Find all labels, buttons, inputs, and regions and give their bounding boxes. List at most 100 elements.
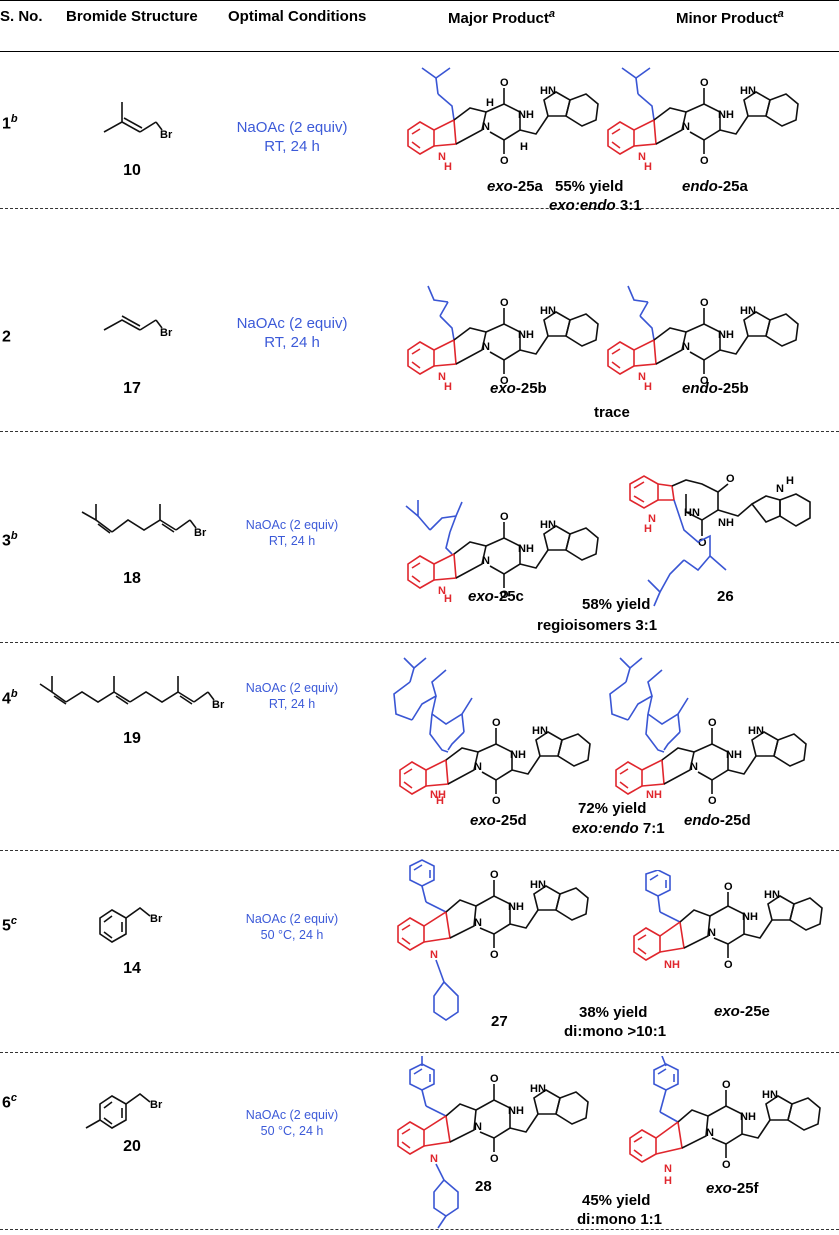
- svg-text:NH: NH: [508, 901, 524, 913]
- row-separator: [0, 208, 839, 209]
- row-separator: [0, 850, 839, 851]
- svg-text:O: O: [490, 1153, 499, 1165]
- svg-text:O: O: [722, 1159, 731, 1171]
- svg-text:N: N: [482, 555, 490, 567]
- entry-number: 1b: [2, 113, 18, 133]
- major-product-structure: NHH N O O NH HN: [393, 657, 591, 804]
- major-product-label: exo-25d: [470, 812, 527, 829]
- svg-text:O: O: [492, 717, 501, 729]
- conditions: NaOAc (2 equiv)RT, 24 h: [236, 315, 348, 351]
- svg-text:O: O: [500, 77, 509, 89]
- svg-text:O: O: [500, 511, 509, 523]
- header-major: Major Producta: [448, 8, 555, 27]
- svg-text:N: N: [664, 1163, 672, 1175]
- svg-text:H: H: [520, 141, 528, 153]
- svg-text:H: H: [664, 1175, 672, 1186]
- svg-text:N: N: [482, 121, 490, 133]
- svg-text:N: N: [430, 949, 438, 961]
- bromine-label: Br: [150, 913, 163, 925]
- major-product-structure: N N O O NH HN: [397, 1056, 589, 1229]
- svg-text:NH: NH: [742, 911, 758, 923]
- ratio-text: exo:endo 3:1: [549, 197, 642, 214]
- major-product-label: exo-25a: [487, 178, 543, 195]
- major-product-label: 27: [491, 1013, 508, 1030]
- yield-text: 72% yield: [578, 800, 647, 817]
- bromine-label: Br: [160, 327, 173, 339]
- svg-text:N: N: [438, 371, 446, 383]
- ratio-text: di:mono 1:1: [577, 1211, 662, 1228]
- svg-text:HN: HN: [684, 507, 700, 519]
- yield-text: trace: [594, 404, 630, 421]
- svg-text:HN: HN: [740, 305, 756, 317]
- svg-text:H: H: [444, 593, 452, 602]
- svg-text:O: O: [726, 473, 735, 485]
- svg-text:NH: NH: [518, 109, 534, 121]
- minor-product-label: exo-25f: [706, 1180, 759, 1197]
- svg-text:N: N: [638, 371, 646, 383]
- minor-product-label: exo-25e: [714, 1003, 770, 1020]
- ratio-text: di:mono >10:1: [564, 1023, 667, 1040]
- svg-text:N: N: [438, 585, 446, 597]
- svg-text:NH: NH: [740, 1111, 756, 1123]
- svg-text:O: O: [490, 949, 499, 961]
- major-product-label: 28: [475, 1178, 492, 1195]
- svg-text:HN: HN: [532, 725, 548, 737]
- svg-text:HN: HN: [748, 725, 764, 737]
- svg-text:O: O: [490, 869, 499, 881]
- svg-text:N: N: [706, 1127, 714, 1139]
- major-product-structure: NH NH O O NHH HN: [407, 67, 599, 170]
- svg-text:H: H: [436, 795, 444, 804]
- entry-number: 2: [2, 328, 11, 346]
- minor-product-structure: NH N O O NH HN: [607, 67, 799, 170]
- svg-text:HN: HN: [540, 519, 556, 531]
- svg-text:N: N: [438, 151, 446, 163]
- svg-text:O: O: [700, 375, 709, 387]
- svg-text:N: N: [690, 761, 698, 773]
- svg-text:N: N: [638, 151, 646, 163]
- svg-text:H: H: [786, 475, 794, 487]
- minor-product-structure: NH N O O NH HN: [629, 1056, 821, 1186]
- svg-text:O: O: [500, 297, 509, 309]
- svg-text:HN: HN: [530, 1083, 546, 1095]
- svg-text:N: N: [776, 483, 784, 495]
- minor-product-structure: NH N O O NH HN: [609, 657, 807, 804]
- minor-product-structure: NH N O O NH HN: [607, 285, 799, 390]
- major-product-structure: N N O O NH HN: [397, 859, 589, 1021]
- entry-number: 4b: [2, 688, 18, 708]
- table-top-rule: [0, 0, 839, 1]
- header-sno: S. No.: [0, 8, 43, 25]
- header-rule: [0, 51, 839, 52]
- bromine-label: Br: [194, 527, 207, 539]
- svg-text:O: O: [698, 537, 707, 549]
- yield-text: 45% yield: [582, 1192, 651, 1209]
- bromide-id: 20: [123, 1138, 141, 1155]
- bromine-label: Br: [212, 699, 225, 711]
- svg-text:N: N: [682, 341, 690, 353]
- svg-text:NH: NH: [726, 749, 742, 761]
- row-separator: [0, 642, 839, 643]
- minor-product-label: 26: [717, 588, 734, 605]
- svg-text:NH: NH: [718, 329, 734, 341]
- svg-text:O: O: [492, 795, 501, 804]
- yield-text: 55% yield: [555, 178, 624, 195]
- bromine-label: Br: [160, 129, 173, 141]
- bromide-structure: Br: [81, 504, 207, 539]
- header-bromide: Bromide Structure: [66, 8, 198, 25]
- svg-text:H: H: [486, 97, 494, 109]
- ratio-text: regioisomers 3:1: [537, 617, 658, 634]
- svg-text:O: O: [708, 795, 717, 804]
- svg-text:H: H: [644, 381, 652, 390]
- svg-text:N: N: [474, 761, 482, 773]
- svg-text:HN: HN: [764, 889, 780, 901]
- row-separator: [0, 1052, 839, 1053]
- conditions: NaOAc (2 equiv)RT, 24 h: [245, 681, 339, 711]
- svg-text:H: H: [644, 161, 652, 170]
- svg-text:O: O: [724, 881, 733, 893]
- svg-text:NH: NH: [718, 517, 734, 529]
- bromide-structure: Br: [85, 1092, 163, 1129]
- svg-text:N: N: [430, 1153, 438, 1165]
- svg-text:O: O: [500, 155, 509, 167]
- svg-text:HN: HN: [762, 1089, 778, 1101]
- yield-text: 38% yield: [579, 1004, 648, 1021]
